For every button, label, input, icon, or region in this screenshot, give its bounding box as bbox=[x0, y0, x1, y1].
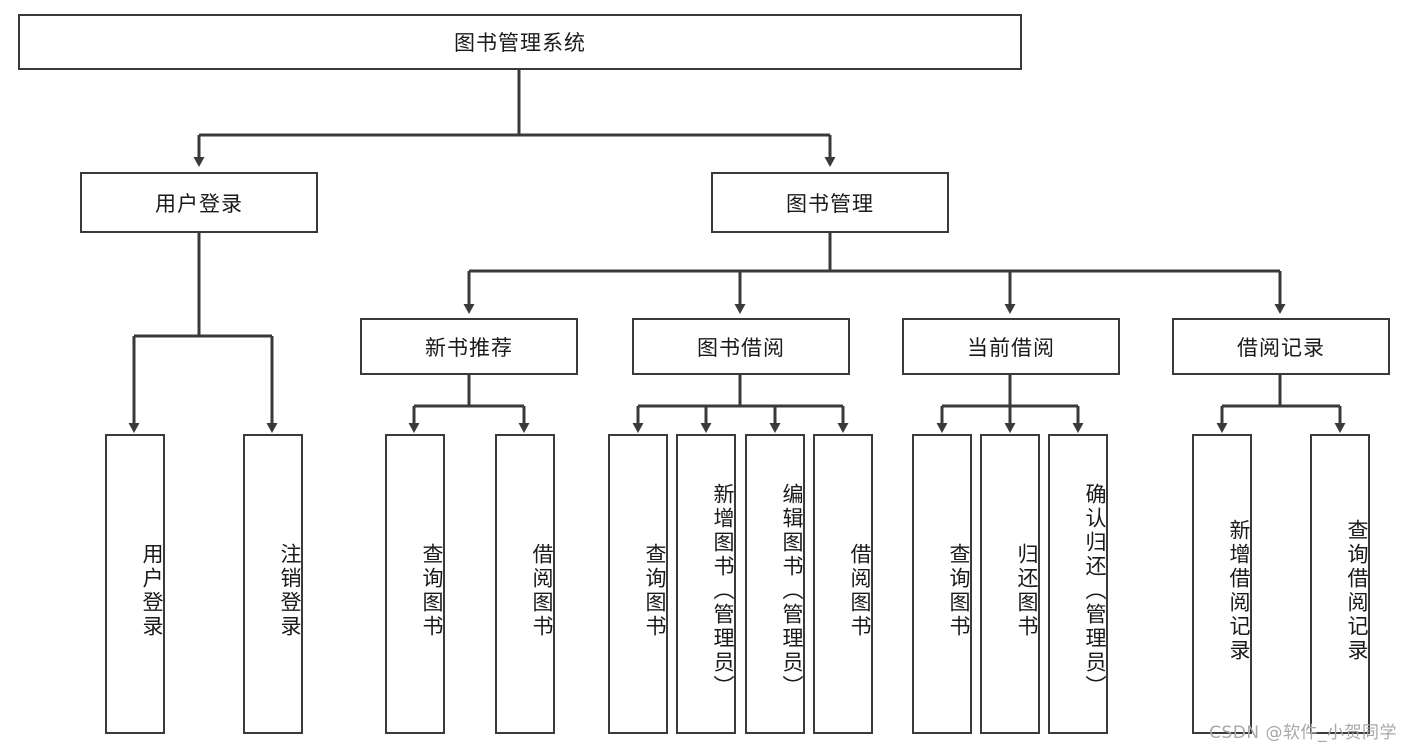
node-current-borrow[interactable]: 当前借阅 bbox=[902, 318, 1120, 375]
node-leaf-query-book-2[interactable]: 查询图书 bbox=[608, 434, 668, 734]
node-borrow-record-label: 借阅记录 bbox=[1237, 335, 1325, 360]
node-new-book-recommend[interactable]: 新书推荐 bbox=[360, 318, 578, 375]
node-leaf-logout-label: 注销登录 bbox=[278, 543, 302, 639]
node-current-borrow-label: 当前借阅 bbox=[967, 335, 1055, 360]
node-leaf-query-record-label: 查询借阅记录 bbox=[1345, 519, 1369, 663]
node-leaf-confirm-return-label: 确认归还（管理员） bbox=[1083, 483, 1107, 699]
node-leaf-query-book-3-label: 查询图书 bbox=[947, 543, 971, 639]
node-leaf-query-book-3[interactable]: 查询图书 bbox=[912, 434, 972, 734]
node-book-management[interactable]: 图书管理 bbox=[711, 172, 949, 233]
node-leaf-user-login[interactable]: 用户登录 bbox=[105, 434, 165, 734]
node-leaf-add-record-label: 新增借阅记录 bbox=[1227, 519, 1251, 663]
node-leaf-add-record[interactable]: 新增借阅记录 bbox=[1192, 434, 1252, 734]
node-leaf-logout[interactable]: 注销登录 bbox=[243, 434, 303, 734]
node-leaf-return-book[interactable]: 归还图书 bbox=[980, 434, 1040, 734]
node-leaf-borrow-book-2[interactable]: 借阅图书 bbox=[813, 434, 873, 734]
node-leaf-borrow-book-1[interactable]: 借阅图书 bbox=[495, 434, 555, 734]
watermark-text: CSDN @软件_小贺同学 bbox=[1209, 723, 1397, 743]
node-leaf-return-book-label: 归还图书 bbox=[1015, 543, 1039, 639]
node-borrow-record[interactable]: 借阅记录 bbox=[1172, 318, 1390, 375]
node-book-management-label: 图书管理 bbox=[786, 191, 874, 216]
node-leaf-query-book-2-label: 查询图书 bbox=[643, 543, 667, 639]
node-leaf-confirm-return[interactable]: 确认归还（管理员） bbox=[1048, 434, 1108, 734]
node-book-borrow[interactable]: 图书借阅 bbox=[632, 318, 850, 375]
node-root[interactable]: 图书管理系统 bbox=[18, 14, 1022, 70]
node-leaf-user-login-label: 用户登录 bbox=[140, 543, 164, 639]
node-leaf-borrow-book-2-label: 借阅图书 bbox=[848, 543, 872, 639]
node-leaf-edit-book-label: 编辑图书（管理员） bbox=[780, 483, 804, 699]
node-user-login[interactable]: 用户登录 bbox=[80, 172, 318, 233]
node-user-login-label: 用户登录 bbox=[155, 191, 243, 216]
node-leaf-query-book-1[interactable]: 查询图书 bbox=[385, 434, 445, 734]
node-root-label: 图书管理系统 bbox=[454, 31, 586, 55]
node-new-book-recommend-label: 新书推荐 bbox=[425, 335, 513, 360]
node-leaf-edit-book[interactable]: 编辑图书（管理员） bbox=[745, 434, 805, 734]
node-leaf-add-book[interactable]: 新增图书（管理员） bbox=[676, 434, 736, 734]
node-book-borrow-label: 图书借阅 bbox=[697, 335, 785, 360]
node-leaf-query-book-1-label: 查询图书 bbox=[420, 543, 444, 639]
node-leaf-borrow-book-1-label: 借阅图书 bbox=[530, 543, 554, 639]
node-leaf-query-record[interactable]: 查询借阅记录 bbox=[1310, 434, 1370, 734]
node-leaf-add-book-label: 新增图书（管理员） bbox=[711, 483, 735, 699]
